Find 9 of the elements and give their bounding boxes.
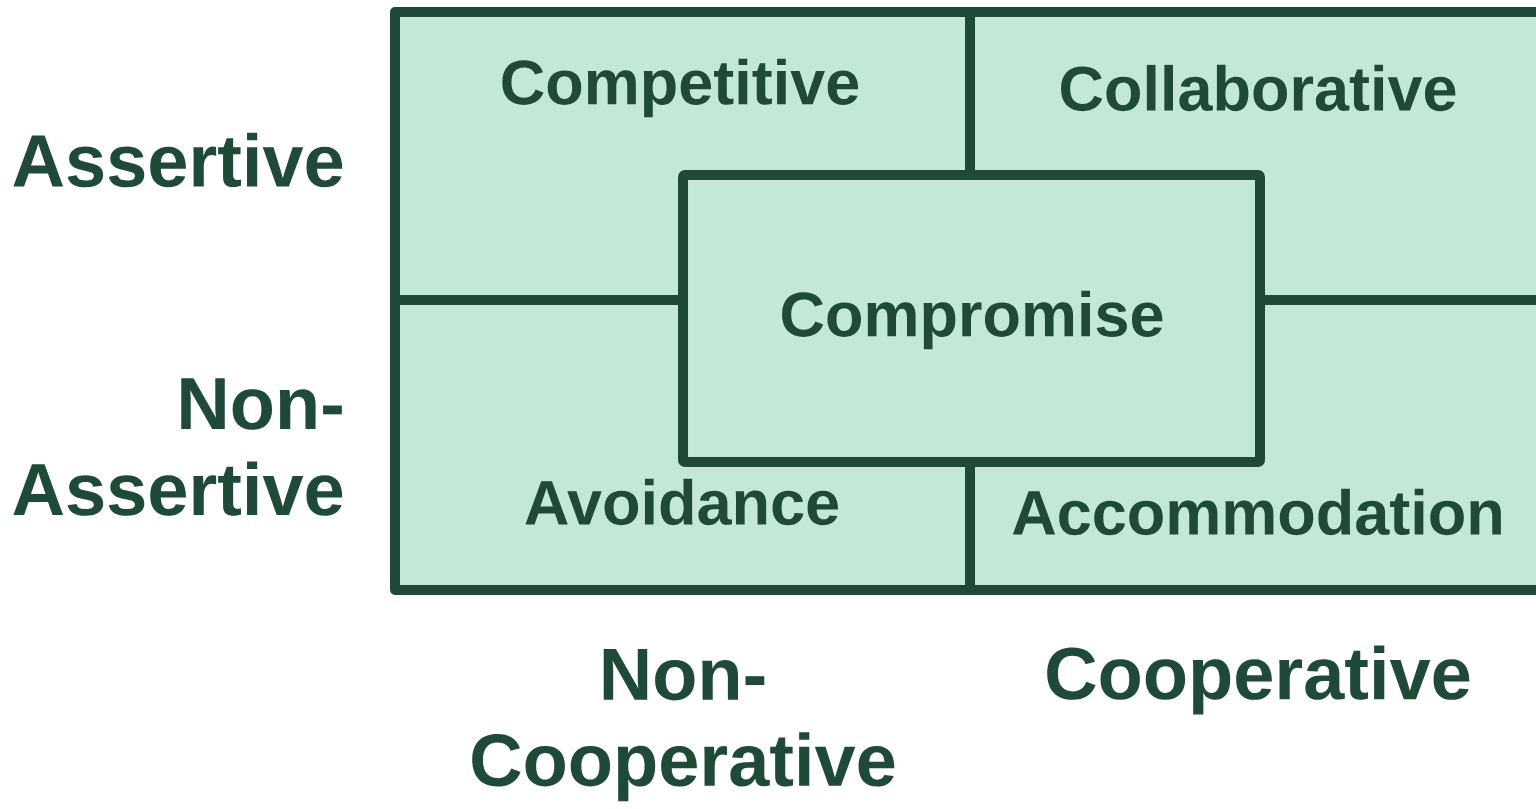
axis-label: Assertive [13,132,343,188]
quadrant-label: Avoidance [525,478,838,526]
center-box: Compromise [678,170,1265,467]
quadrant-label: Accommodation [1012,488,1501,536]
quadrant-label: Collaborative [1061,64,1456,112]
axis-label: Non- Assertive [13,378,343,516]
axis-label: Cooperative [1047,645,1470,715]
quadrant-label: Competitive [502,58,859,118]
axis-label: Non- Cooperative [472,648,895,802]
